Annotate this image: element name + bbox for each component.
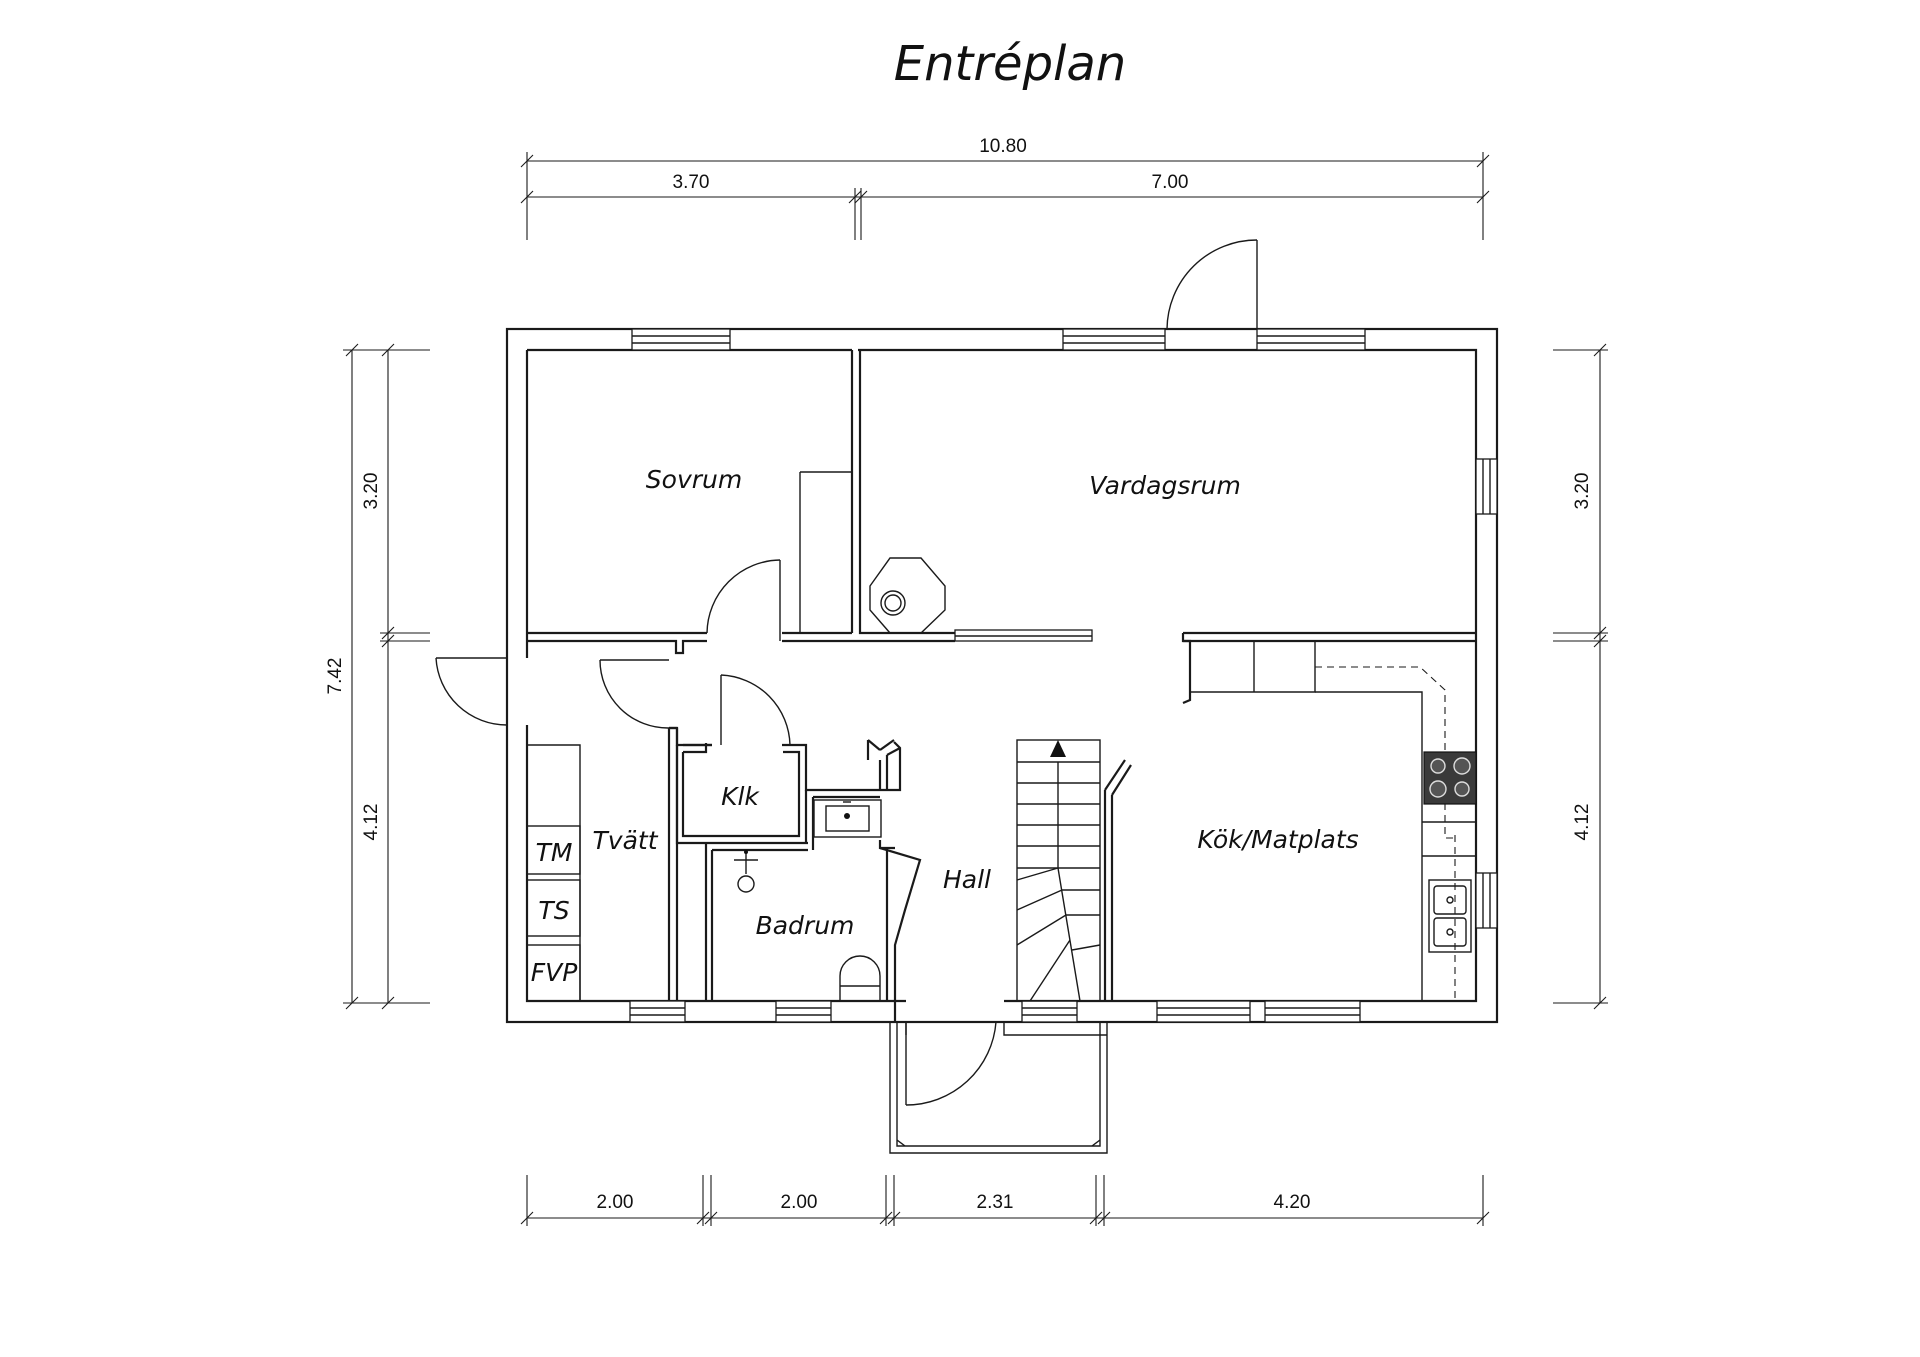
dimension-lines bbox=[343, 152, 1608, 1226]
appliance-label-tm: TM bbox=[536, 838, 573, 867]
doors bbox=[435, 239, 1258, 1106]
fireplace-icon bbox=[869, 557, 946, 634]
dim-right-upper: 3.20 bbox=[1572, 473, 1593, 510]
room-label-hall: Hall bbox=[943, 865, 991, 894]
room-label-vardagsrum: Vardagsrum bbox=[1089, 471, 1241, 500]
entrance-porch bbox=[889, 1021, 1108, 1154]
room-label-tvatt: Tvätt bbox=[593, 826, 659, 855]
dim-total-width: 10.80 bbox=[979, 136, 1027, 157]
stove-icon bbox=[1423, 751, 1477, 805]
dim-left-upper: 3.20 bbox=[361, 473, 382, 510]
appliance-label-fvp: FVP bbox=[531, 958, 578, 987]
dim-top-left: 3.70 bbox=[673, 172, 710, 193]
dim-bottom-2: 2.00 bbox=[781, 1192, 818, 1213]
dim-total-depth: 7.42 bbox=[325, 658, 346, 695]
kitchen-fixtures bbox=[1422, 751, 1477, 953]
outer-walls bbox=[505, 327, 1499, 1024]
shower-icon bbox=[734, 850, 758, 893]
room-label-kok: Kök/Matplats bbox=[1197, 825, 1358, 854]
dim-bottom-1: 2.00 bbox=[597, 1192, 634, 1213]
stair-arrow-icon bbox=[1050, 740, 1066, 757]
interior-walls bbox=[527, 350, 1476, 1022]
room-label-badrum: Badrum bbox=[756, 911, 855, 940]
dim-bottom-3: 2.31 bbox=[977, 1192, 1014, 1213]
room-label-klk: Klk bbox=[721, 782, 760, 811]
dim-right-lower: 4.12 bbox=[1572, 804, 1593, 841]
kitchen-sink-icon bbox=[1428, 879, 1472, 953]
dim-top-right: 7.00 bbox=[1152, 172, 1189, 193]
staircase bbox=[1016, 739, 1101, 1002]
bathroom-fixtures bbox=[734, 799, 882, 1002]
plan-title: Entréplan bbox=[894, 36, 1126, 92]
dim-bottom-4: 4.20 bbox=[1274, 1192, 1311, 1213]
toilet-icon bbox=[839, 955, 881, 1002]
sink-icon bbox=[813, 799, 882, 838]
windows bbox=[629, 328, 1498, 1023]
room-label-sovrum: Sovrum bbox=[646, 465, 742, 494]
dim-left-lower: 4.12 bbox=[361, 804, 382, 841]
appliance-label-ts: TS bbox=[538, 896, 569, 925]
laundry-appliances bbox=[526, 744, 581, 1002]
